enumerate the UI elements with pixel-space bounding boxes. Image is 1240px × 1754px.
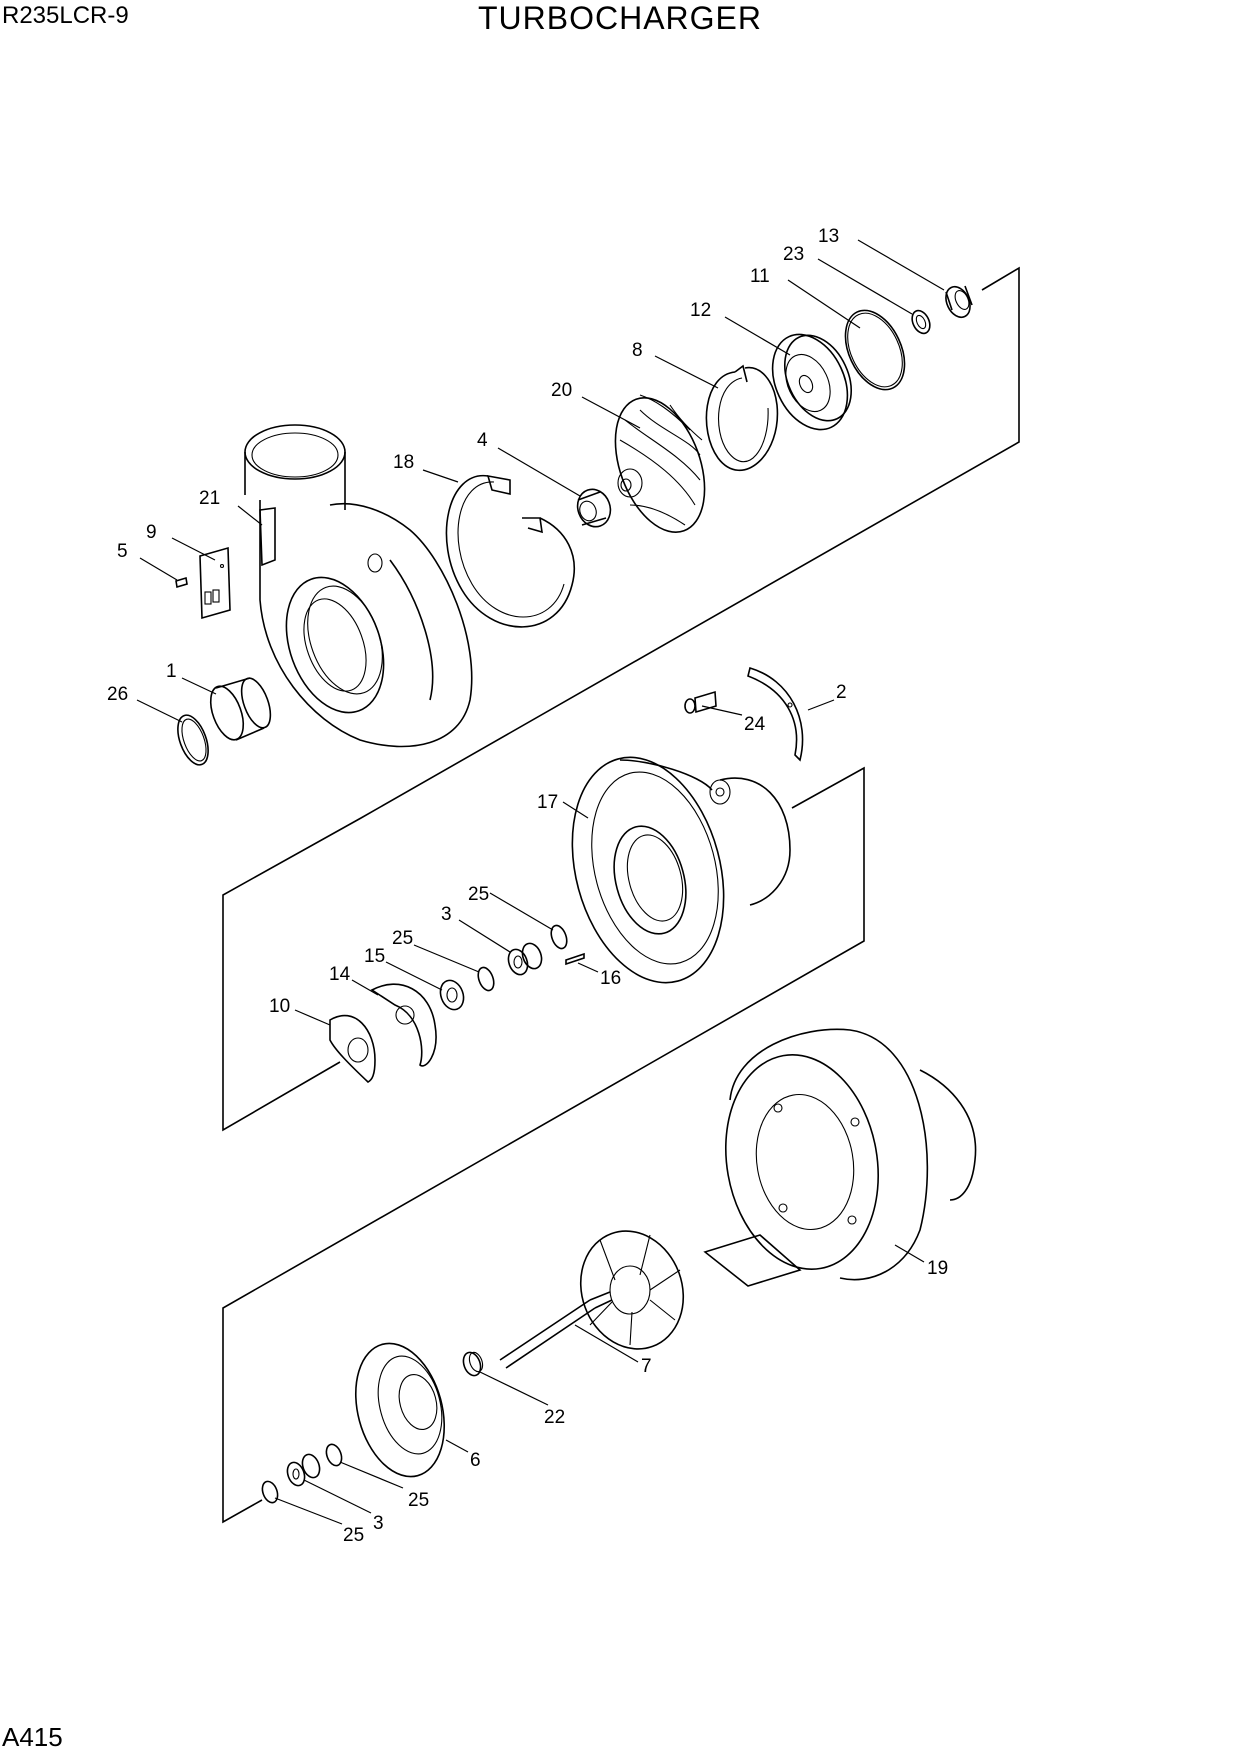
boundary-middle: [222, 766, 865, 1524]
callout-6: 6: [470, 1450, 481, 1471]
part-26-snap-ring: [177, 714, 209, 766]
part-5-screw: [175, 576, 188, 589]
callout-7: 7: [641, 1356, 652, 1377]
callout-16: 16: [600, 968, 621, 989]
part-12-seal-plate: [771, 333, 852, 431]
part-18-clamp: [445, 474, 576, 628]
callout-18: 18: [393, 452, 414, 473]
page-code: A415: [2, 1722, 63, 1752]
callout-3-upper: 3: [441, 904, 452, 925]
part-25-ring-lower-left: [261, 1480, 279, 1504]
part-8-snap-ring: [705, 364, 779, 472]
part-3-bearing-upper: [507, 942, 543, 976]
part-24-bolt: [684, 690, 717, 714]
callout-11: 11: [750, 266, 770, 287]
callout-3-lower: 3: [373, 1513, 384, 1534]
part-3-bearing-lower: [286, 1453, 321, 1487]
callout-25-middle: 25: [392, 928, 413, 949]
part-13-cap-nut: [945, 285, 973, 319]
part-16-pin: [565, 952, 585, 966]
callout-13: 13: [818, 226, 839, 247]
callout-25-lower-right: 25: [408, 1490, 429, 1511]
part-25-ring-lower-right: [325, 1443, 343, 1467]
callout-26: 26: [107, 684, 128, 705]
callout-labels: 13 23 11 12 8 20 4 18 21 9 5 1 26 2 24 1…: [107, 226, 948, 1546]
callout-25-lower-left: 25: [343, 1525, 364, 1546]
callout-24: 24: [744, 714, 766, 735]
callout-8: 8: [632, 340, 643, 361]
callout-9: 9: [146, 522, 157, 543]
part-6-heat-shield: [354, 1342, 446, 1478]
part-25-ring-upper: [550, 924, 568, 950]
callout-23: 23: [783, 244, 804, 265]
callout-5: 5: [117, 541, 128, 562]
callout-14: 14: [329, 964, 351, 985]
callout-10: 10: [269, 996, 290, 1017]
part-11-o-ring: [844, 309, 906, 391]
part-10-oil-deflector: [329, 1014, 376, 1083]
part-9-nameplate: [199, 546, 231, 620]
part-4-nut: [576, 488, 612, 528]
part-19-turbine-housing: [703, 1028, 977, 1287]
part-14-thrust-bearing: [370, 983, 437, 1067]
boundary-upper: [222, 266, 1020, 1132]
part-17-bearing-housing: [571, 756, 791, 984]
part-15-thrust-collar: [439, 979, 465, 1011]
callout-20: 20: [551, 380, 572, 401]
leader-lines: [136, 239, 945, 1525]
part-22-seal-ring: [462, 1351, 484, 1377]
callout-17: 17: [537, 792, 558, 813]
model-label: R235LCR-9: [2, 2, 129, 29]
callout-25-upper: 25: [468, 884, 489, 905]
callout-15: 15: [364, 946, 385, 967]
callout-19: 19: [927, 1258, 948, 1279]
callout-4: 4: [477, 430, 488, 451]
part-23-washer: [911, 309, 931, 335]
part-25-ring-middle: [477, 966, 495, 992]
callout-21: 21: [199, 488, 220, 509]
callout-22: 22: [544, 1407, 565, 1428]
callout-12: 12: [690, 300, 711, 321]
part-7-turbine-wheel-shaft: [499, 1230, 685, 1369]
part-20-compressor-wheel: [614, 394, 706, 533]
callout-2: 2: [836, 682, 847, 703]
part-21-compressor-housing: [244, 424, 473, 748]
group-boundaries: [222, 266, 1020, 1524]
callout-1: 1: [166, 661, 177, 682]
part-1-sleeve: [209, 677, 272, 741]
part-2-clamp-plate: [747, 666, 804, 762]
page-title: TURBOCHARGER: [477, 0, 762, 36]
